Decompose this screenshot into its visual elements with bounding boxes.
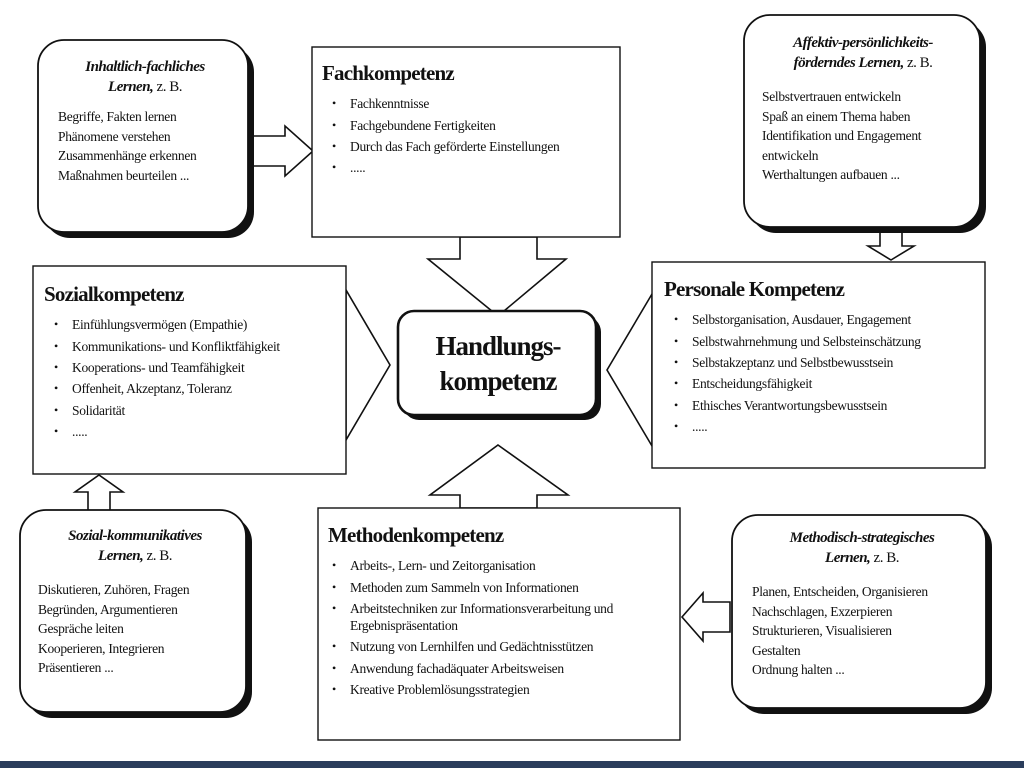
sozialkompetenz-content: Sozialkompetenz Einfühlungsvermögen (Emp… (44, 281, 344, 446)
list-item: Methoden zum Sammeln von Informationen (332, 580, 678, 597)
fachkompetenz-title: Fachkompetenz (322, 61, 455, 85)
arrow-from-personale-kompetenz (606, 291, 653, 449)
sozial-kommunikativ-title-line-1: Sozial-kommunikatives (68, 528, 202, 544)
sozial-kommunikativ-title-line-2-wrap: Lernen, z. B. (30, 547, 240, 567)
sozial-kommunikativ-title: Sozial-kommunikatives Lernen, z. B. (30, 527, 240, 566)
affektiv-lines: Selbstvertrauen entwickeln Spaß an einem… (756, 87, 970, 185)
arrow-methodisch-to-methoden (680, 590, 731, 644)
personale-kompetenz-list: Selbstorganisation, Ausdauer, Engagement… (664, 312, 982, 436)
list-item: Entscheidungsfähigkeit (674, 376, 982, 393)
list-item: Spaß an einem Thema haben (762, 108, 911, 124)
sozial-kommunikativ-content: Sozial-kommunikatives Lernen, z. B. Disk… (30, 527, 240, 678)
list-item: Fachgebundene Fertigkeiten (332, 118, 618, 135)
list-item: Offenheit, Akzeptanz, Toleranz (54, 381, 344, 398)
fachkompetenz-list: Fachkenntnisse Fachgebundene Fertigkeite… (322, 96, 618, 177)
list-item: Werthaltungen aufbauen ... (762, 167, 900, 183)
list-item: Fachkenntnisse (332, 96, 618, 113)
methodenkompetenz-title: Methodenkompetenz (328, 523, 504, 547)
list-item: ..... (332, 160, 618, 177)
list-item: Maßnahmen beurteilen ... (58, 167, 190, 183)
inhaltlich-title-line-2: Lernen, (108, 78, 154, 95)
inhaltlich-zb: z. B. (156, 78, 183, 95)
list-item: Selbstorganisation, Ausdauer, Engagement (674, 312, 982, 329)
list-item: Durch das Fach geförderte Einstellungen (332, 139, 618, 156)
sozial-kommunikativ-lines: Diskutieren, Zuhören, Fragen Begründen, … (30, 580, 240, 678)
personale-kompetenz-content: Personale Kompetenz Selbstorganisation, … (664, 276, 982, 441)
methodisch-title: Methodisch-strategisches Lernen, z. B. (744, 529, 980, 568)
methodenkompetenz-content: Methodenkompetenz Arbeits-, Lern- und Ze… (328, 522, 678, 703)
list-item: Begründen, Argumentieren (38, 601, 178, 617)
list-item: entwickeln (762, 147, 819, 163)
list-item: Ordnung halten ... (752, 662, 845, 678)
list-item: Planen, Entscheiden, Organisieren (752, 584, 928, 599)
methodisch-content: Methodisch-strategisches Lernen, z. B. P… (744, 529, 980, 680)
personale-kompetenz-title: Personale Kompetenz (664, 277, 845, 301)
methodenkompetenz-list: Arbeits-, Lern- und Zeitorganisation Met… (328, 558, 678, 699)
list-item: Strukturieren, Visualisieren (752, 623, 892, 639)
list-item: Begriffe, Fakten lernen (58, 109, 177, 124)
list-item: Phänomene verstehen (58, 128, 171, 144)
list-item: Einfühlungsvermögen (Empathie) (54, 317, 344, 334)
list-item: Kooperations- und Teamfähigkeit (54, 360, 344, 377)
list-item: Solidarität (54, 403, 344, 420)
arrow-from-methodenkompetenz (427, 444, 571, 509)
list-item: Identifikation und Engagement (762, 128, 922, 144)
affektiv-zb: z. B. (907, 54, 933, 71)
center-line-2: kompetenz (439, 366, 558, 396)
list-item: Arbeits-, Lern- und Zeitorganisation (332, 558, 678, 575)
list-item: Kommunikations- und Konfliktfähigkeit (54, 339, 344, 356)
list-item: ..... (674, 419, 982, 436)
inhaltlich-content: Inhaltlich-fachliches Lernen, z. B. Begr… (50, 58, 240, 185)
box-sozial-kommunikativ (19, 509, 247, 713)
list-item: ..... (54, 424, 344, 441)
arrow-affektiv-to-personal (865, 230, 917, 261)
handlungskompetenz-label: Handlungs- kompetenz (400, 313, 596, 415)
list-item: Ethisches Verantwortungsbewusstsein (674, 398, 982, 415)
list-item: Selbstakzeptanz und Selbstbewusstsein (674, 355, 982, 372)
list-item: Kooperieren, Integrieren (38, 640, 165, 656)
arrow-from-sozialkompetenz (345, 287, 391, 443)
list-item: Selbstvertrauen entwickeln (762, 89, 901, 104)
methodisch-title-line-2-wrap: Lernen, z. B. (744, 549, 980, 569)
list-item: Zusammenhänge erkennen (58, 148, 197, 164)
list-item: Gespräche leiten (38, 621, 124, 637)
list-item: Anwendung fachadäquater Arbeitsweisen (332, 661, 678, 678)
box-inhaltlich (37, 39, 249, 233)
inhaltlich-title-line-2-wrap: Lernen, z. B. (50, 78, 240, 98)
affektiv-title-line-1: Affektiv-persönlichkeits- (793, 35, 933, 51)
center-line-1: Handlungs- (435, 330, 561, 361)
list-item: Kreative Problemlösungsstrategien (332, 682, 678, 699)
arrow-inhaltlich-to-fach (251, 124, 315, 178)
affektiv-title-line-2: förderndes Lernen, (793, 54, 905, 71)
fachkompetenz-content: Fachkompetenz Fachkenntnisse Fachgebunde… (322, 60, 618, 182)
list-item: Nachschlagen, Exzerpieren (752, 603, 893, 619)
methodisch-title-line-2: Lernen, (825, 549, 871, 566)
inhaltlich-lines: Begriffe, Fakten lernen Phänomene verste… (50, 107, 240, 185)
affektiv-title: Affektiv-persönlichkeits- förderndes Ler… (756, 34, 970, 73)
box-affektiv (743, 14, 981, 228)
bottom-bar (0, 761, 1024, 768)
list-item: Diskutieren, Zuhören, Fragen (38, 582, 190, 597)
inhaltlich-title-line-1: Inhaltlich-fachliches (85, 59, 205, 75)
methodisch-title-line-1: Methodisch-strategisches (789, 530, 935, 546)
list-item-continuation: Ergebnispräsentation (350, 617, 458, 633)
box-methodisch (731, 514, 987, 709)
sozialkompetenz-list: Einfühlungsvermögen (Empathie) Kommunika… (44, 317, 344, 441)
affektiv-content: Affektiv-persönlichkeits- förderndes Ler… (756, 34, 970, 185)
list-item: Gestalten (752, 642, 801, 658)
list-item: Arbeitstechniken zur Informationsverarbe… (332, 601, 678, 635)
box-handlungskompetenz (396, 309, 598, 417)
sozial-kommunikativ-title-line-2: Lernen, (98, 547, 144, 564)
sozial-kommunikativ-zb: z. B. (146, 547, 173, 564)
methodisch-lines: Planen, Entscheiden, Organisieren Nachsc… (744, 582, 980, 680)
inhaltlich-title: Inhaltlich-fachliches Lernen, z. B. (50, 58, 240, 97)
list-item: Nutzung von Lernhilfen und Gedächtnisstü… (332, 639, 678, 656)
list-item: Präsentieren ... (38, 660, 114, 676)
list-item-text: Arbeitstechniken zur Informationsverarbe… (350, 601, 614, 616)
affektiv-title-line-2-wrap: förderndes Lernen, z. B. (756, 54, 970, 74)
list-item: Selbstwahrnehmung und Selbsteinschätzung (674, 334, 982, 351)
sozialkompetenz-title: Sozialkompetenz (44, 282, 184, 306)
arrow-from-fachkompetenz (425, 236, 569, 318)
methodisch-zb: z. B. (873, 549, 900, 566)
